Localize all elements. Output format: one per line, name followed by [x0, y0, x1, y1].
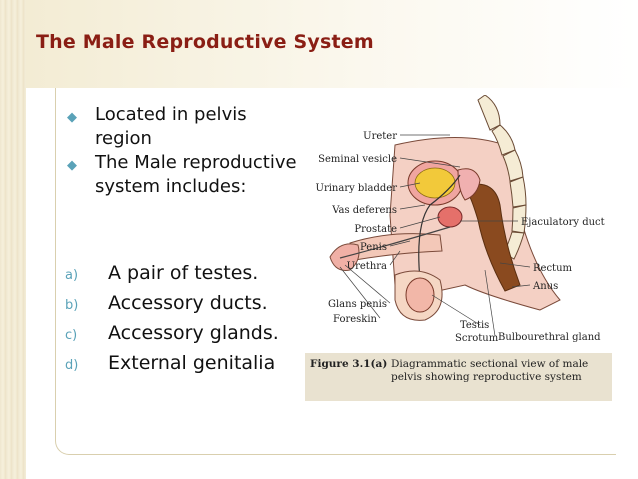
label-ureter: Ureter	[363, 131, 397, 142]
sub-item: a) A pair of testes.	[65, 262, 279, 292]
sub-item-text: Accessory glands.	[108, 322, 279, 344]
label-seminal-vesicle: Seminal vesicle	[318, 154, 397, 165]
label-urethra: Urethra	[347, 261, 387, 272]
figure-caption: Diagrammatic sectional view of male pelv…	[391, 358, 589, 383]
slide-title: The Male Reproductive System	[36, 31, 374, 53]
label-testis: Testis	[460, 320, 489, 331]
bullet-list: ◆ Located in pelvis region ◆ The Male re…	[63, 103, 308, 199]
label-glans-penis: Glans penis	[328, 299, 387, 310]
sub-item: c) Accessory glands.	[65, 322, 279, 352]
label-vas-deferens: Vas deferens	[331, 205, 397, 216]
title-band	[26, 0, 638, 88]
label-foreskin: Foreskin	[333, 314, 378, 325]
sub-item-text: A pair of testes.	[108, 262, 259, 284]
label-urinary-bladder: Urinary bladder	[316, 183, 398, 194]
sub-item-letter: b)	[65, 298, 79, 313]
sub-item-letter: d)	[65, 358, 79, 373]
figure-caption-box	[305, 353, 612, 401]
sub-list: a) A pair of testes. b) Accessory ducts. c…	[65, 262, 279, 382]
label-anus: Anus	[532, 281, 558, 292]
bullet-marker-icon: ◆	[67, 110, 77, 125]
sub-item-letter: a)	[65, 268, 79, 283]
sub-item: d) External genitalia	[65, 352, 279, 382]
sub-item: b) Accessory ducts.	[65, 292, 279, 322]
bullet-text: The Male reproductive system includes:	[95, 152, 297, 197]
sub-item-text: External genitalia	[108, 352, 276, 374]
label-ejaculatory-duct: Ejaculatory duct	[521, 217, 605, 228]
pelvis-diagram: Ureter Seminal vesicle Urinary bladder V…	[316, 95, 605, 344]
bullet-text: Located in pelvis region	[95, 104, 247, 149]
bullet-marker-icon: ◆	[67, 158, 77, 173]
label-rectum: Rectum	[533, 263, 573, 274]
sub-item-text: Accessory ducts.	[108, 292, 268, 314]
sub-item-letter: c)	[65, 328, 78, 343]
label-prostate: Prostate	[354, 224, 397, 235]
label-bulbourethral-gland: Bulbourethral gland	[498, 332, 601, 343]
content-frame	[55, 88, 616, 455]
label-scrotum: Scrotum	[455, 333, 499, 344]
bullet-item: ◆ The Male reproductive system includes:	[63, 151, 308, 199]
label-penis: Penis	[360, 242, 387, 253]
decorative-left-band	[0, 0, 26, 479]
bullet-item: ◆ Located in pelvis region	[63, 103, 308, 151]
figure-number: Figure 3.1(a)	[310, 358, 388, 370]
